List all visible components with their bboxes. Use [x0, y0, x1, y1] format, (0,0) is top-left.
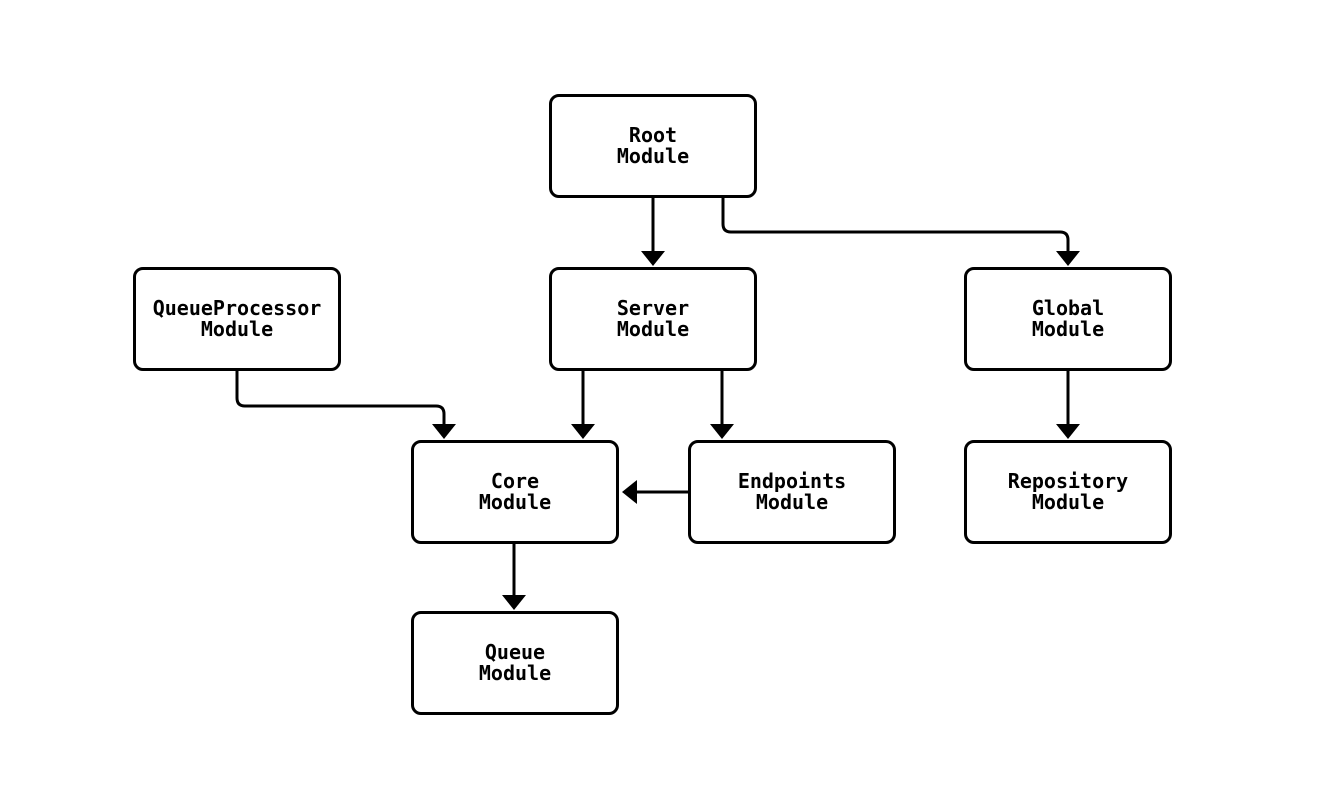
edge-server-to-core — [571, 369, 595, 439]
node-server-module: Server Module — [549, 267, 757, 371]
edge-endpoints-to-core — [622, 480, 690, 504]
node-subtitle: Module — [1031, 490, 1105, 514]
node-queue-module: Queue Module — [411, 611, 619, 715]
node-endpoints-module: Endpoints Module — [688, 440, 896, 544]
node-core-module: Core Module — [411, 440, 619, 544]
node-subtitle: Module — [200, 317, 274, 341]
node-title: Endpoints — [737, 469, 847, 493]
node-subtitle: Module — [616, 144, 690, 168]
edge-server-to-endpoints — [710, 369, 734, 439]
edge-global-to-repository — [1056, 369, 1080, 439]
edge-root-to-server — [641, 196, 665, 266]
node-title: Repository — [1007, 469, 1129, 493]
node-title: Server — [616, 296, 690, 320]
node-title: Queue — [484, 640, 546, 664]
node-title: Root — [628, 123, 678, 147]
node-root-module: Root Module — [549, 94, 757, 198]
node-subtitle: Module — [616, 317, 690, 341]
edge-queueprocessor-to-core — [235, 369, 456, 439]
node-title: QueueProcessor — [152, 296, 322, 320]
node-subtitle: Module — [1031, 317, 1105, 341]
node-subtitle: Module — [478, 490, 552, 514]
node-queueprocessor-module: QueueProcessor Module — [133, 267, 341, 371]
node-title: Core — [490, 469, 540, 493]
edge-root-to-global — [721, 196, 1080, 266]
node-repository-module: Repository Module — [964, 440, 1172, 544]
node-subtitle: Module — [755, 490, 829, 514]
node-global-module: Global Module — [964, 267, 1172, 371]
node-title: Global — [1031, 296, 1105, 320]
edge-core-to-queue — [502, 542, 526, 610]
node-subtitle: Module — [478, 661, 552, 685]
